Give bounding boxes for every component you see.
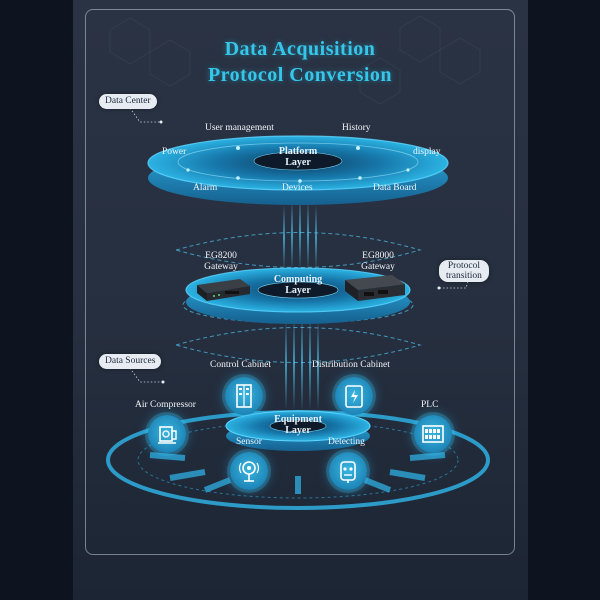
computing-layer-label-line2: Layer bbox=[274, 285, 322, 296]
gateway-eg8000-model: EG8000 bbox=[361, 251, 395, 262]
gateway-eg8200-model: EG8200 bbox=[204, 251, 238, 262]
device-label-distribution-cabinet: Distribution Cabinet bbox=[312, 360, 390, 370]
platform-item-user-management: User management bbox=[205, 123, 274, 133]
page-title-line2: Protocol Conversion bbox=[0, 64, 600, 87]
computing-layer-label-line1: Computing bbox=[274, 274, 322, 285]
equipment-layer-label-line2: Layer bbox=[274, 425, 322, 436]
protocol-transition-line2: transition bbox=[446, 271, 482, 281]
computing-layer-label: Computing Layer bbox=[274, 274, 322, 296]
platform-layer-label-line1: Platform bbox=[279, 146, 317, 157]
gateway-eg8000-label: EG8000 Gateway bbox=[361, 251, 395, 273]
device-label-air-compressor: Air Compressor bbox=[135, 400, 196, 410]
device-label-detecting: Detecting bbox=[328, 437, 365, 447]
data-center-tag: Data Center bbox=[99, 94, 157, 109]
platform-layer-label: Platform Layer bbox=[279, 146, 317, 168]
platform-item-display: display bbox=[413, 147, 440, 157]
device-label-control-cabinet: Control Cabinet bbox=[210, 360, 271, 370]
platform-item-alarm: Alarm bbox=[193, 183, 217, 193]
device-label-sensor: Sensor bbox=[236, 437, 262, 447]
cabinet-icon bbox=[225, 377, 263, 415]
platform-item-devices: Devices bbox=[282, 183, 313, 193]
gateway-eg8000-type: Gateway bbox=[361, 262, 395, 273]
protocol-transition-line1: Protocol bbox=[446, 261, 482, 271]
platform-item-data-board: Data Board bbox=[373, 183, 417, 193]
protocol-transition-tag: Protocol transition bbox=[439, 260, 489, 282]
detector-icon bbox=[329, 452, 367, 490]
gateway-eg8200-label: EG8200 Gateway bbox=[204, 251, 238, 273]
platform-item-history: History bbox=[342, 123, 371, 133]
equipment-layer-label-line1: Equipment bbox=[274, 414, 322, 425]
gateway-eg8200-type: Gateway bbox=[204, 262, 238, 273]
air-compressor-icon bbox=[148, 415, 186, 453]
platform-layer-label-line2: Layer bbox=[279, 157, 317, 168]
distribution-box-icon bbox=[335, 377, 373, 415]
equipment-layer-label: Equipment Layer bbox=[274, 414, 322, 436]
plc-icon bbox=[414, 415, 452, 453]
platform-item-power: Power bbox=[162, 147, 186, 157]
sensor-icon bbox=[230, 452, 268, 490]
data-sources-tag: Data Sources bbox=[99, 354, 161, 369]
page-title-line1: Data Acquisition bbox=[0, 38, 600, 61]
device-label-plc: PLC bbox=[421, 400, 438, 410]
